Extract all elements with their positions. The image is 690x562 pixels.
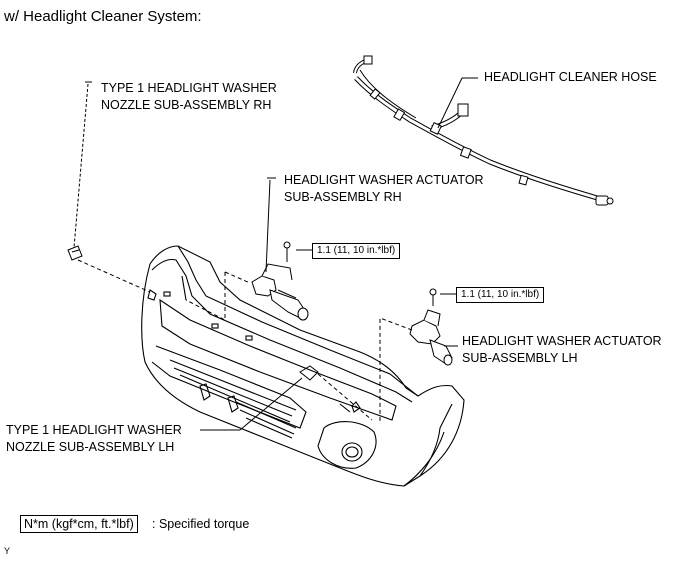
label-actuator-lh-1: HEADLIGHT WASHER ACTUATOR — [462, 334, 662, 348]
actuator-rh-part — [251, 241, 309, 321]
label-actuator-lh-2: SUB-ASSEMBLY LH — [462, 351, 578, 365]
torque-unit-legend: N*m (kgf*cm, ft.*lbf) — [20, 515, 138, 533]
leader-nozzle-rh — [73, 83, 89, 249]
install-line-nozzle-rh — [77, 259, 151, 293]
install-line-actuator-lh — [379, 317, 413, 424]
leader-nozzle-lh — [239, 377, 303, 431]
label-actuator-rh-1: HEADLIGHT WASHER ACTUATOR — [284, 173, 484, 187]
torque-spec-rh: 1.1 (11, 10 in.*lbf) — [312, 243, 401, 259]
label-nozzle-rh-2: NOZZLE SUB-ASSEMBLY RH — [101, 98, 272, 112]
leader-actuator-rh — [265, 179, 271, 273]
label-nozzle-lh-2: NOZZLE SUB-ASSEMBLY LH — [6, 440, 175, 454]
install-line-nozzle-lh — [317, 373, 373, 421]
figure-code: Y — [4, 546, 11, 556]
install-line-actuator-rh-2 — [185, 272, 226, 321]
actuator-lh-part — [409, 288, 453, 366]
torque-spec-lh: 1.1 (11, 10 in.*lbf) — [456, 287, 545, 303]
nozzle-rh-part — [67, 245, 83, 261]
nozzle-lh-part — [299, 365, 319, 381]
front-bumper — [141, 245, 465, 487]
label-nozzle-lh-1: TYPE 1 HEADLIGHT WASHER — [6, 423, 182, 437]
torque-legend-description: : Specified torque — [152, 517, 250, 531]
label-hose: HEADLIGHT CLEANER HOSE — [484, 70, 657, 84]
label-actuator-rh-2: SUB-ASSEMBLY RH — [284, 190, 402, 204]
page-title: w/ Headlight Cleaner System: — [4, 8, 202, 25]
leader-hose — [437, 77, 463, 129]
headlight-cleaner-hose — [353, 55, 614, 206]
install-line-actuator-rh-1 — [224, 271, 251, 284]
label-nozzle-rh-1: TYPE 1 HEADLIGHT WASHER — [101, 81, 277, 95]
